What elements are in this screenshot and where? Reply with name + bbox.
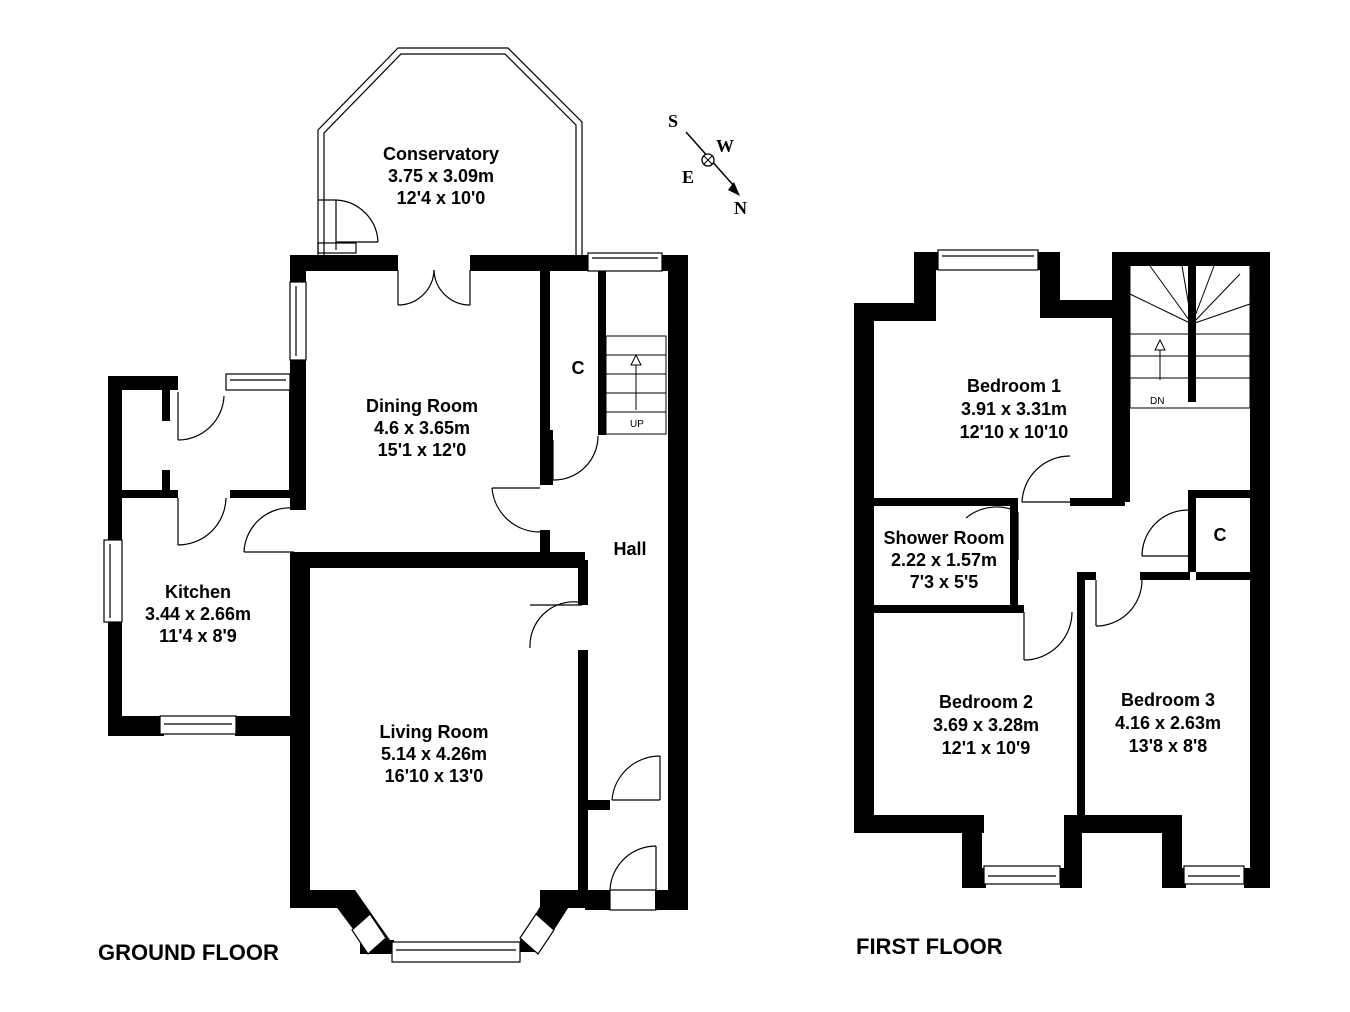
conservatory-name: Conservatory bbox=[383, 144, 499, 164]
hall-name: Hall bbox=[613, 539, 646, 559]
living-room-name: Living Room bbox=[380, 722, 489, 742]
living-room-metric: 5.14 x 4.26m bbox=[381, 744, 487, 764]
bedroom-2-imperial: 12'1 x 10'9 bbox=[942, 738, 1031, 758]
compass-arrow-icon bbox=[728, 182, 740, 196]
conservatory-door bbox=[317, 199, 379, 254]
first-floor-plan: DN bbox=[854, 249, 1270, 888]
bedroom-2-name: Bedroom 2 bbox=[939, 692, 1033, 712]
conservatory-metric: 3.75 x 3.09m bbox=[388, 166, 494, 186]
shower-room-name: Shower Room bbox=[883, 528, 1004, 548]
bedroom-3-name: Bedroom 3 bbox=[1121, 690, 1215, 710]
bedroom-3-metric: 4.16 x 2.63m bbox=[1115, 713, 1221, 733]
first-doors bbox=[965, 455, 1189, 661]
first-walls bbox=[854, 252, 1270, 888]
bedroom-1-metric: 3.91 x 3.31m bbox=[961, 399, 1067, 419]
bedroom-2-metric: 3.69 x 3.28m bbox=[933, 715, 1039, 735]
ground-cupboard-name: C bbox=[572, 358, 585, 378]
kitchen-imperial: 11'4 x 8'9 bbox=[159, 626, 237, 646]
dining-room-imperial: 15'1 x 12'0 bbox=[378, 440, 467, 460]
bedroom-1-name: Bedroom 1 bbox=[967, 376, 1061, 396]
first-stairs-label: DN bbox=[1150, 396, 1164, 407]
dining-room-metric: 4.6 x 3.65m bbox=[374, 418, 470, 438]
first-cupboard-name: C bbox=[1214, 525, 1227, 545]
first-stairs bbox=[1129, 263, 1251, 409]
conservatory-imperial: 12'4 x 10'0 bbox=[397, 188, 486, 208]
bedroom-1-imperial: 12'10 x 10'10 bbox=[960, 422, 1069, 442]
ground-floor-title: GROUND FLOOR bbox=[98, 940, 279, 965]
bedroom-3-imperial: 13'8 x 8'8 bbox=[1129, 736, 1208, 756]
ground-stairs bbox=[605, 335, 667, 435]
compass: S W E N bbox=[668, 111, 747, 218]
first-windows bbox=[937, 249, 1245, 885]
ground-floor-plan: UP bbox=[103, 47, 688, 963]
first-floor-title: FIRST FLOOR bbox=[856, 934, 1003, 959]
shower-room-imperial: 7'3 x 5'5 bbox=[910, 572, 979, 592]
ground-windows bbox=[103, 252, 663, 963]
conservatory-outline bbox=[317, 47, 583, 255]
compass-n: N bbox=[734, 198, 747, 218]
ground-doors bbox=[177, 269, 661, 911]
compass-w: W bbox=[716, 136, 734, 156]
kitchen-metric: 3.44 x 2.66m bbox=[145, 604, 251, 624]
kitchen-name: Kitchen bbox=[165, 582, 231, 602]
ground-stairs-label: UP bbox=[630, 419, 644, 430]
dining-room-name: Dining Room bbox=[366, 396, 478, 416]
ground-walls bbox=[108, 255, 688, 954]
living-room-imperial: 16'10 x 13'0 bbox=[385, 766, 484, 786]
compass-e: E bbox=[682, 167, 694, 187]
compass-s: S bbox=[668, 111, 678, 131]
shower-room-metric: 2.22 x 1.57m bbox=[891, 550, 997, 570]
